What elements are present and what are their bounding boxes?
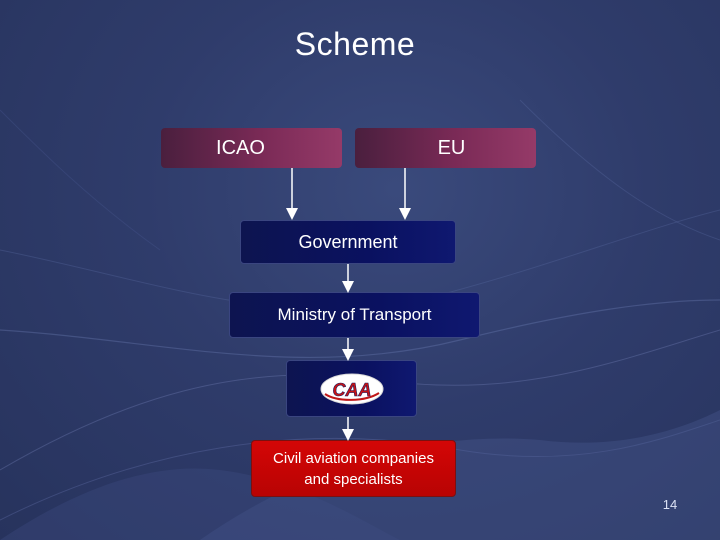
eu-label: EU (437, 136, 466, 159)
civil-aviation-line-2: and specialists (304, 470, 403, 488)
icao-label: ICAO (216, 136, 265, 159)
caa-logo-text: CAA (332, 380, 371, 400)
slide-title: Scheme (294, 26, 416, 62)
caa-logo: CAA (320, 373, 383, 404)
ministry-box: Ministry of Transport (229, 292, 480, 338)
ministry-label: Ministry of Transport (277, 305, 432, 324)
icao-box: ICAO (161, 128, 342, 168)
civil-aviation-box: Civil aviation companies and specialists (251, 440, 456, 497)
civil-aviation-line-1: Civil aviation companies (273, 449, 434, 467)
slide-number: 14 (662, 497, 678, 512)
government-label: Government (298, 231, 398, 252)
government-box: Government (240, 220, 456, 264)
eu-box: EU (355, 128, 536, 168)
caa-box: CAA (286, 360, 417, 417)
